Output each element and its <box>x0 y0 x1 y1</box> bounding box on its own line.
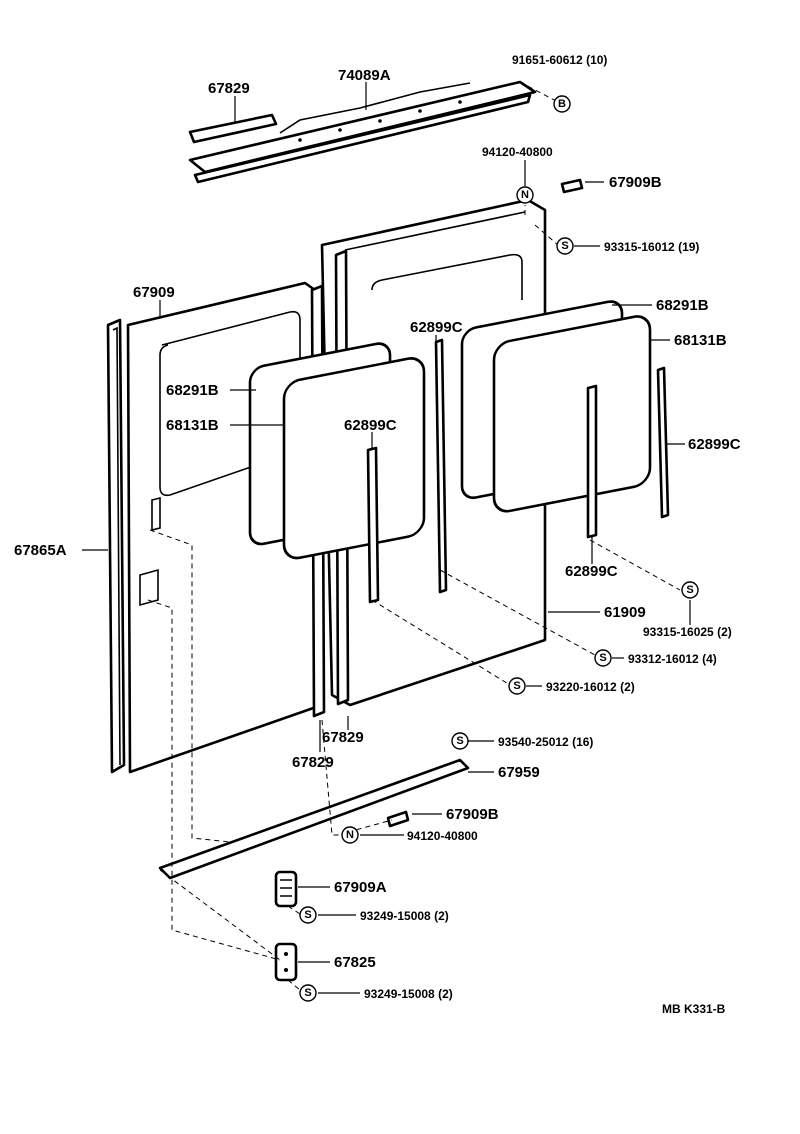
label-67825: 67825 <box>334 954 376 971</box>
label-91651: 91651-60612 (10) <box>512 53 607 67</box>
symbol-s-93312: S <box>594 649 612 667</box>
symbol-s-93540: S <box>451 732 469 750</box>
label-67959: 67959 <box>498 764 540 781</box>
bracket-67825 <box>274 942 298 982</box>
label-94120-low: 94120-40800 <box>407 829 478 843</box>
weatherstrip-67829-top <box>188 113 278 144</box>
label-67909B-low: 67909B <box>446 806 499 823</box>
channel-62899C-b <box>366 446 380 604</box>
symbol-b-91651: B <box>553 95 571 113</box>
label-74089A: 74089A <box>338 67 391 84</box>
label-67909B-top: 67909B <box>609 174 662 191</box>
label-67865A: 67865A <box>14 542 67 559</box>
symbol-s-93315-16025: S <box>681 581 699 599</box>
weatherstrip-67865A <box>106 318 126 774</box>
screw-67909B-low <box>386 810 410 828</box>
label-67829-top: 67829 <box>208 80 250 97</box>
bracket-67909A <box>274 870 298 908</box>
symbol-s-93220: S <box>508 677 526 695</box>
svg-text:S: S <box>599 652 606 664</box>
glass-68131B-right <box>492 315 652 513</box>
assembly-lines <box>147 81 681 991</box>
label-68131B-left: 68131B <box>166 417 219 434</box>
screw-67909B-top <box>560 178 584 194</box>
symbol-n-94120-low: N <box>341 826 359 844</box>
label-62899C-a: 62899C <box>410 319 463 336</box>
svg-text:B: B <box>558 98 566 110</box>
bottom-rail-67959 <box>158 758 470 880</box>
label-93249-a: 93249-15008 (2) <box>360 909 449 923</box>
channel-62899C-d <box>586 384 598 539</box>
diagram-code: MB K331-B <box>662 1002 726 1016</box>
glass-68131B-left <box>282 357 426 560</box>
label-68131B-right: 68131B <box>674 332 727 349</box>
svg-text:S: S <box>304 987 311 999</box>
label-67829-mid: 67829 <box>322 729 364 746</box>
label-94120-top: 94120-40800 <box>482 145 553 159</box>
label-67829-low: 67829 <box>292 754 334 771</box>
label-67909: 67909 <box>133 284 175 301</box>
symbol-s-93249-a: S <box>299 906 317 924</box>
channel-62899C-a <box>434 338 448 594</box>
symbol-n-94120-top: N <box>516 186 534 204</box>
label-93312: 93312-16012 (4) <box>628 652 717 666</box>
label-93540: 93540-25012 (16) <box>498 735 593 749</box>
svg-text:N: N <box>521 189 529 201</box>
svg-text:S: S <box>686 584 693 596</box>
label-68291B-right: 68291B <box>656 297 709 314</box>
svg-text:S: S <box>513 680 520 692</box>
channel-62899C-c <box>656 366 670 519</box>
label-93315-16012: 93315-16012 (19) <box>604 240 699 254</box>
label-68291B-left: 68291B <box>166 382 219 399</box>
label-61909: 61909 <box>604 604 646 621</box>
svg-text:S: S <box>456 735 463 747</box>
label-62899C-d: 62899C <box>565 563 618 580</box>
label-67909A: 67909A <box>334 879 387 896</box>
label-93249-b: 93249-15008 (2) <box>364 987 453 1001</box>
label-93315-16025: 93315-16025 (2) <box>643 625 732 639</box>
symbol-s-93249-b: S <box>299 984 317 1002</box>
label-62899C-c: 62899C <box>688 436 741 453</box>
svg-text:S: S <box>304 909 311 921</box>
top-rail-74089A <box>188 80 537 184</box>
svg-text:N: N <box>346 829 354 841</box>
part-labels: 67829 74089A 91651-60612 (10) 94120-4080… <box>14 53 741 1016</box>
label-62899C-b: 62899C <box>344 417 397 434</box>
symbol-s-93315-16012: S <box>556 237 574 255</box>
label-93220: 93220-16012 (2) <box>546 680 635 694</box>
svg-text:S: S <box>561 240 568 252</box>
leader-lines <box>82 82 691 994</box>
